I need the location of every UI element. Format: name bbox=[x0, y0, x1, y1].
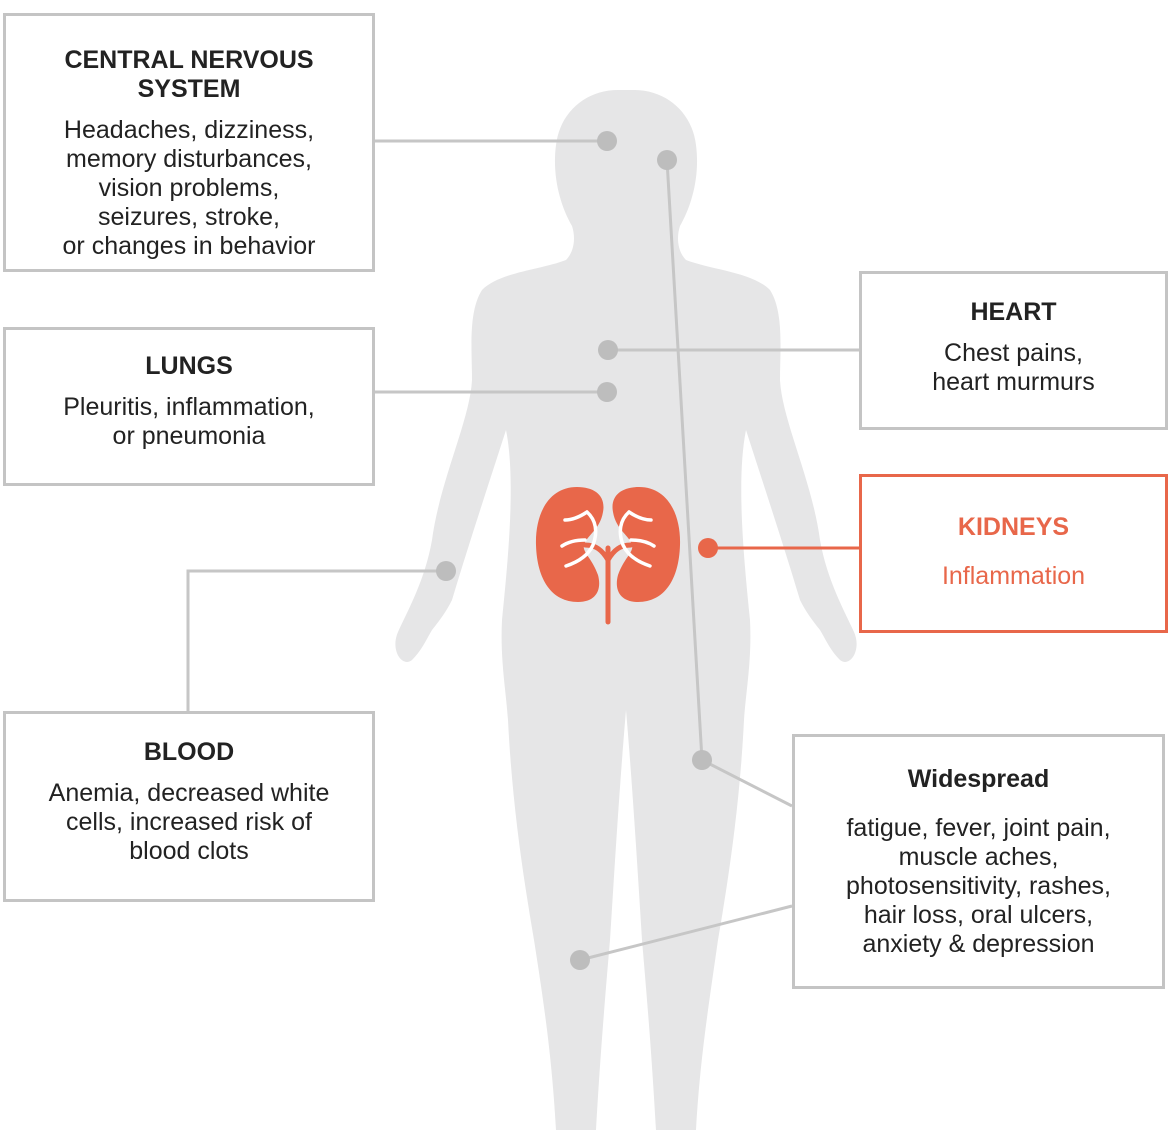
desc-line: cells, increased risk of bbox=[66, 808, 312, 836]
desc-line: seizures, stroke, bbox=[97, 203, 280, 231]
dot-cns bbox=[597, 131, 617, 151]
connector-widespread-bottom bbox=[579, 904, 793, 962]
body-outline bbox=[395, 90, 857, 1130]
dot-widespread-bottom bbox=[570, 950, 590, 970]
dot-heart bbox=[598, 340, 618, 360]
desc-line: fatigue, fever, joint pain, bbox=[846, 814, 1111, 842]
box-description: Inflammation bbox=[862, 562, 1165, 591]
box-description: Anemia, decreased white cells, increased… bbox=[6, 779, 372, 866]
right-pelvis bbox=[618, 510, 656, 568]
right-vessel-a bbox=[605, 542, 634, 563]
desc-line: muscle aches, bbox=[898, 843, 1059, 871]
box-kidneys: KIDNEYS Inflammation bbox=[859, 474, 1168, 633]
desc-line: Chest pains, bbox=[944, 339, 1083, 367]
title-line: SYSTEM bbox=[137, 75, 241, 103]
box-title: HEART bbox=[970, 298, 1057, 326]
dot-widespread-top bbox=[692, 750, 712, 770]
desc-line: Anemia, decreased white bbox=[48, 779, 330, 807]
connector-spine bbox=[665, 159, 704, 761]
desc-line: Pleuritis, inflammation, bbox=[63, 393, 315, 421]
desc-line: or changes in behavior bbox=[62, 232, 316, 260]
box-title: Widespread bbox=[907, 765, 1050, 793]
dot-blood bbox=[436, 561, 456, 581]
box-title: KIDNEYS bbox=[957, 513, 1070, 541]
box-description: Pleuritis, inflammation, or pneumonia bbox=[6, 393, 372, 451]
desc-line: Headaches, dizziness, bbox=[63, 116, 315, 144]
desc-line: or pneumonia bbox=[112, 422, 266, 450]
box-description: fatigue, fever, joint pain, muscle aches… bbox=[795, 814, 1162, 959]
connector-dots bbox=[436, 131, 718, 970]
box-title: BLOOD bbox=[143, 738, 235, 766]
box-description: Headaches, dizziness, memory disturbance… bbox=[6, 116, 372, 261]
dot-kidneys bbox=[698, 538, 718, 558]
box-heart: HEART Chest pains, heart murmurs bbox=[859, 271, 1168, 430]
box-blood: BLOOD Anemia, decreased white cells, inc… bbox=[3, 711, 375, 902]
connector-widespread-top bbox=[701, 758, 793, 808]
box-title: LUNGS bbox=[145, 352, 233, 380]
desc-line: heart murmurs bbox=[932, 368, 1095, 396]
box-description: Chest pains, heart murmurs bbox=[862, 339, 1165, 397]
connectors bbox=[186, 139, 859, 962]
box-lungs: LUNGS Pleuritis, inflammation, or pneumo… bbox=[3, 327, 375, 486]
box-widespread: Widespread fatigue, fever, joint pain, m… bbox=[792, 734, 1165, 989]
dot-spine-top bbox=[657, 150, 677, 170]
box-title: CENTRAL NERVOUS SYSTEM bbox=[6, 46, 372, 104]
left-pelvis bbox=[560, 510, 598, 568]
body-silhouette bbox=[395, 90, 857, 1130]
kidneys-icon bbox=[535, 487, 681, 625]
desc-line: memory disturbances, bbox=[66, 145, 312, 173]
dot-lungs bbox=[597, 382, 617, 402]
desc-line: vision problems, bbox=[98, 174, 280, 202]
desc-line: blood clots bbox=[129, 837, 249, 865]
box-central-nervous-system: CENTRAL NERVOUS SYSTEM Headaches, dizzin… bbox=[3, 13, 375, 272]
desc-line: hair loss, oral ulcers, bbox=[863, 901, 1094, 929]
desc-line: anxiety & depression bbox=[862, 930, 1095, 958]
right-kidney bbox=[612, 487, 681, 602]
title-line: CENTRAL NERVOUS bbox=[64, 46, 314, 74]
left-kidney bbox=[535, 487, 604, 602]
desc-line: photosensitivity, rashes, bbox=[846, 872, 1111, 900]
desc-line: Inflammation bbox=[941, 562, 1086, 590]
connector-blood bbox=[186, 569, 446, 711]
left-vessel-a bbox=[582, 542, 611, 563]
